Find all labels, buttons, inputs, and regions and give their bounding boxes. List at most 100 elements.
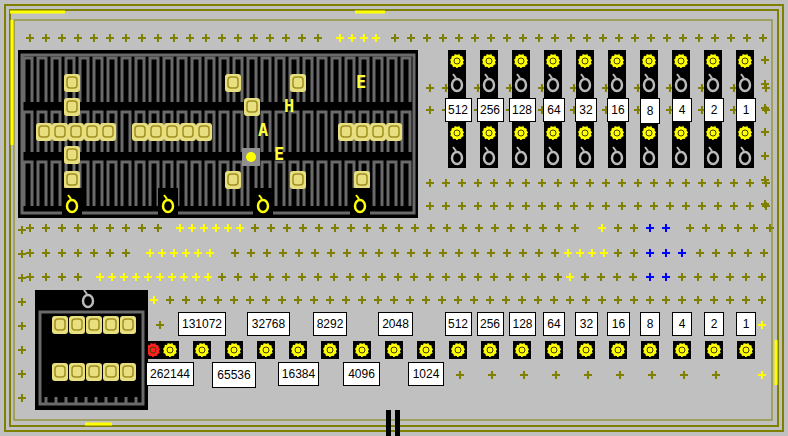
logic-tile — [132, 123, 148, 141]
lamp-symbol — [644, 147, 654, 164]
bit-value: 256 — [480, 317, 500, 331]
bit-value: 512 — [448, 103, 468, 117]
wire-dots — [761, 56, 769, 208]
bit-cell — [449, 341, 467, 359]
tile-glyph: E — [274, 146, 284, 163]
lamp-symbol — [67, 195, 77, 212]
logic-tile — [120, 316, 136, 334]
bit-value: 4096 — [348, 367, 375, 381]
bit-value-box: 128 — [509, 312, 536, 336]
logic-tile — [69, 363, 85, 381]
wire-dots — [96, 273, 212, 281]
bit-value: 131072 — [182, 317, 222, 331]
logic-tile — [290, 171, 306, 189]
bit-cell — [385, 341, 403, 359]
bit-value-box: 512 — [445, 312, 472, 336]
bit-value-box: 8 — [640, 98, 660, 124]
logic-tile — [69, 316, 85, 334]
input-frame — [40, 312, 143, 404]
gate — [395, 410, 400, 436]
wire-dots — [564, 249, 608, 257]
bit-value-box: 65536 — [212, 362, 256, 388]
lamp-symbol — [83, 290, 93, 307]
logic-tile — [386, 123, 402, 141]
wire-dots — [166, 296, 766, 304]
bit-value: 64 — [547, 317, 560, 331]
lamp-symbol — [708, 147, 718, 164]
bit-cell — [544, 124, 562, 142]
logic-tile — [103, 316, 119, 334]
bit-cell — [545, 341, 563, 359]
bit-cell — [640, 124, 658, 142]
bit-value-box: 32768 — [247, 312, 290, 336]
wire-dots — [614, 224, 638, 232]
logic-tile — [225, 74, 241, 92]
logic-panel — [18, 50, 418, 218]
active-wire — [775, 340, 778, 385]
bit-cell — [289, 341, 307, 359]
logic-tile — [64, 146, 80, 164]
wire-dots — [391, 34, 767, 42]
bit-value: 65536 — [217, 368, 250, 382]
bit-value-box: 4096 — [343, 362, 380, 386]
wire-dots — [26, 224, 162, 232]
bit-cell — [576, 124, 594, 142]
wire-dots — [581, 273, 637, 281]
bit-cell — [736, 52, 754, 70]
lamp-symbol — [740, 74, 750, 91]
input-panel — [35, 290, 148, 410]
bit-value-box: 16 — [607, 312, 630, 336]
bit-value: 128 — [512, 317, 532, 331]
lamp-symbol — [612, 74, 622, 91]
lamp-symbol — [452, 147, 462, 164]
wire-dots — [26, 249, 130, 257]
wire-dots — [758, 371, 766, 379]
output-slot — [62, 188, 82, 216]
wire-dots — [598, 224, 606, 232]
bit-cell — [448, 124, 466, 142]
bit-value-box: 16384 — [278, 362, 319, 386]
signal-dot — [246, 152, 256, 162]
lamp-symbol — [644, 74, 654, 91]
logic-tile — [64, 74, 80, 92]
bit-value-box: 131072 — [178, 312, 226, 336]
bit-cell — [512, 52, 530, 70]
bit-value-box: 1 — [736, 98, 756, 122]
logic-tile — [84, 123, 100, 141]
bit-value: 4 — [679, 103, 686, 117]
lamp-symbol — [580, 147, 590, 164]
bit-cell — [513, 341, 531, 359]
bit-value: 16384 — [282, 367, 315, 381]
logic-tile — [244, 98, 260, 116]
maze-slots — [46, 397, 136, 405]
wire-dots — [696, 249, 768, 257]
bit-cell — [608, 52, 626, 70]
bit-value: 262144 — [150, 367, 190, 381]
wire-dots — [426, 202, 770, 210]
bit-cell — [672, 52, 690, 70]
lamp-symbol — [708, 74, 718, 91]
bit-value-box: 256 — [477, 312, 504, 336]
outer-wire — [5, 5, 783, 431]
wire-dots — [686, 224, 774, 232]
bit-value-box: 32 — [575, 98, 597, 122]
bit-value: 32 — [580, 317, 593, 331]
bit-value: 512 — [448, 317, 468, 331]
logic-tile — [36, 123, 52, 141]
bit-cell — [640, 52, 658, 70]
bit-value-box: 262144 — [146, 362, 194, 386]
bit-cell — [448, 52, 466, 70]
wire-dots — [150, 296, 158, 304]
tile-glyph: A — [258, 122, 268, 139]
blue-dots — [646, 273, 670, 281]
wire-dots — [26, 273, 82, 281]
bit-value-box: 1 — [736, 312, 756, 336]
gate — [386, 410, 391, 436]
logic-tile — [103, 363, 119, 381]
wire-dots — [678, 273, 766, 281]
bit-cell — [673, 341, 691, 359]
logic-tile — [52, 363, 68, 381]
bit-value-box: 4 — [672, 98, 692, 122]
